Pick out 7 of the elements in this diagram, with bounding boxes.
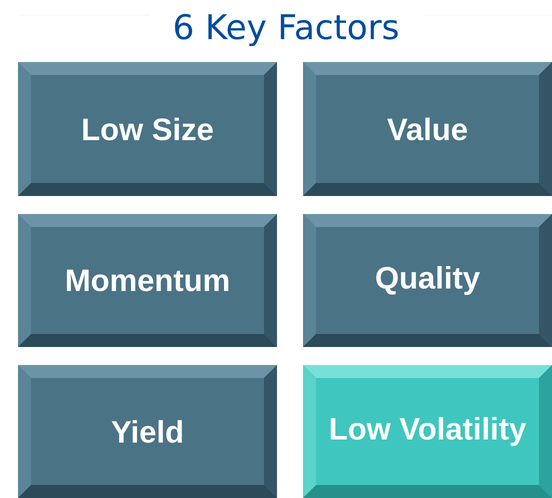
factor-box: Value bbox=[303, 62, 552, 196]
title: 6 Key Factors bbox=[175, 14, 398, 46]
factor-box: Low Volatility bbox=[303, 365, 552, 498]
factor-box: Momentum bbox=[18, 214, 277, 347]
factor-box: Yield bbox=[18, 365, 277, 498]
factor-box: Low Size bbox=[18, 62, 277, 196]
factor-box: Quality bbox=[303, 214, 552, 347]
